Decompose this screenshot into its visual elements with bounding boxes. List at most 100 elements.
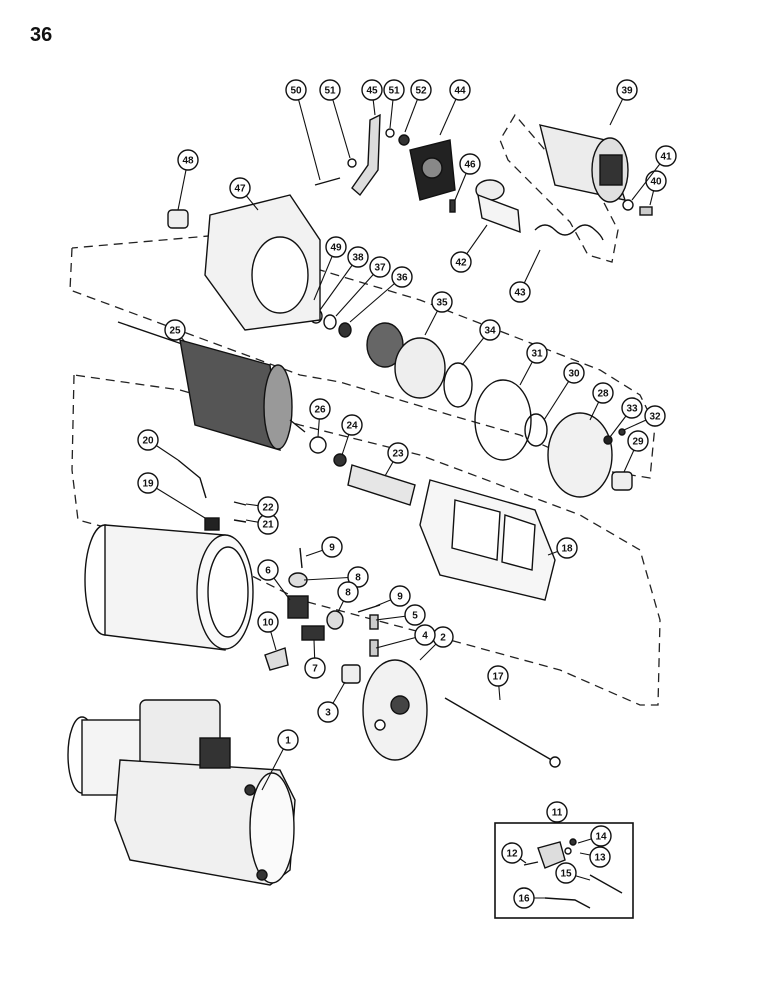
part-17-through-bolt — [444, 697, 556, 763]
callout-6: 6 — [257, 559, 279, 581]
callout-label: 31 — [531, 349, 543, 360]
callout-28: 28 — [592, 382, 614, 404]
callout-label: 36 — [396, 273, 408, 284]
callout-29: 29 — [627, 430, 649, 452]
part-31-gasket — [474, 379, 532, 461]
part-2-end-frame — [362, 659, 428, 761]
callout-36: 36 — [391, 266, 413, 288]
callout-34: 34 — [479, 319, 501, 341]
part-50-pin — [314, 177, 341, 186]
callout-label: 21 — [262, 520, 274, 531]
callout-label: 48 — [182, 156, 194, 167]
callout-51: 51 — [319, 79, 341, 101]
callout-label: 41 — [660, 152, 672, 163]
part-48-bushing — [167, 209, 189, 229]
part-52-nut — [398, 134, 410, 146]
part-6-brush-holder — [287, 595, 309, 619]
callout-label: 9 — [329, 543, 335, 554]
callout-label: 50 — [290, 86, 302, 97]
callout-42: 42 — [450, 251, 472, 273]
part-28-drive-housing — [547, 412, 613, 498]
callout-12: 12 — [501, 842, 523, 864]
field-frame-housing — [84, 524, 254, 651]
callout-label: 47 — [234, 184, 246, 195]
part-30-seal — [524, 413, 548, 447]
part-43-return-spring — [534, 224, 604, 241]
callout-20: 20 — [137, 429, 159, 451]
part-46-pin — [449, 199, 456, 213]
part-44-plate-hole — [421, 157, 443, 179]
part-21-screw — [233, 519, 247, 523]
callout-label: 34 — [484, 326, 496, 337]
part-45-shift-lever — [351, 113, 381, 197]
callout-label: 4 — [422, 631, 428, 642]
callout-label: 40 — [650, 177, 662, 188]
part-18-field-coils — [419, 479, 556, 601]
callout-10: 10 — [257, 611, 279, 633]
part-25-armature — [117, 321, 306, 451]
callout-label: 46 — [464, 160, 476, 171]
part-34-washer — [443, 362, 473, 408]
callout-label: 23 — [392, 449, 404, 460]
callout-leader-38 — [319, 256, 359, 311]
part-20-lead — [177, 459, 207, 499]
part-8-brush-b — [326, 610, 344, 630]
callout-33: 33 — [621, 397, 643, 419]
callout-label: 8 — [355, 573, 361, 584]
callout-label: 14 — [595, 832, 607, 843]
callout-label: 13 — [594, 853, 606, 864]
callout-label: 8 — [345, 588, 351, 599]
callout-label: 10 — [262, 618, 274, 629]
callout-label: 19 — [142, 479, 154, 490]
part-17-bolt-head — [549, 756, 561, 768]
part-35-drive-assembly — [366, 322, 446, 399]
callout-leader-37 — [335, 266, 381, 317]
callout-label: 35 — [436, 298, 448, 309]
part-19-grommet — [204, 517, 220, 531]
callout-14: 14 — [590, 825, 612, 847]
callout-label: 17 — [492, 672, 504, 683]
callout-44: 44 — [449, 79, 471, 101]
callout-39: 39 — [616, 79, 638, 101]
callout-label: 33 — [626, 404, 638, 415]
callout-43: 43 — [509, 281, 531, 303]
callout-9: 9 — [321, 536, 343, 558]
callout-label: 51 — [324, 86, 336, 97]
callout-label: 22 — [262, 503, 274, 514]
callout-label: 45 — [366, 86, 378, 97]
part-29-bushing — [611, 471, 633, 491]
part-9-screw — [299, 547, 303, 569]
callout-18: 18 — [556, 537, 578, 559]
callout-label: 18 — [561, 544, 573, 555]
callout-leader-36 — [349, 276, 403, 323]
part-39-solenoid — [539, 124, 629, 203]
part-51-ring — [347, 158, 357, 168]
part-51-ring-b — [385, 128, 395, 138]
callout-30: 30 — [563, 362, 585, 384]
callout-label: 9 — [397, 592, 403, 603]
part-42-plunger — [475, 179, 521, 234]
callout-17: 17 — [487, 665, 509, 687]
callout-label: 28 — [597, 389, 609, 400]
callout-35: 35 — [431, 291, 453, 313]
callout-label: 49 — [330, 243, 342, 254]
part-26-washer — [309, 436, 327, 454]
callout-25: 25 — [164, 319, 186, 341]
callout-41: 41 — [655, 145, 677, 167]
callout-19: 19 — [137, 472, 159, 494]
callout-52: 52 — [410, 79, 432, 101]
part-32-nut — [618, 428, 626, 436]
part-24-screw — [333, 453, 347, 467]
callout-label: 5 — [412, 611, 418, 622]
callout-31: 31 — [526, 342, 548, 364]
callout-label: 38 — [352, 253, 364, 264]
callout-label: 32 — [649, 412, 661, 423]
callout-label: 29 — [632, 437, 644, 448]
callout-label: 2 — [440, 633, 446, 644]
callout-label: 15 — [560, 869, 572, 880]
callout-label: 25 — [169, 326, 181, 337]
callout-49: 49 — [325, 236, 347, 258]
callout-3: 3 — [317, 701, 339, 723]
callout-2: 2 — [432, 626, 454, 648]
